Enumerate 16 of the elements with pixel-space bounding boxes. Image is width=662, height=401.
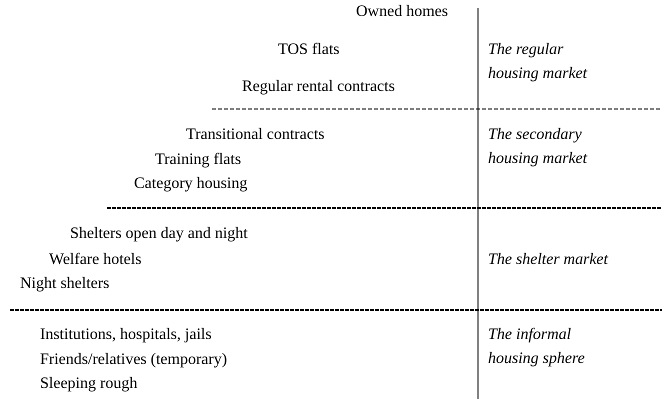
market-label: The regular housing market bbox=[488, 40, 588, 84]
housing-type-label: Sleeping rough bbox=[40, 374, 138, 394]
housing-type-label: Shelters open day and night bbox=[70, 224, 248, 244]
housing-type-label: Friends/relatives (temporary) bbox=[40, 350, 228, 370]
market-label: The shelter market bbox=[488, 250, 610, 270]
market-label: The informal housing sphere bbox=[488, 325, 586, 369]
housing-type-label: Owned homes bbox=[356, 2, 448, 22]
housing-type-label: Training flats bbox=[155, 150, 242, 170]
housing-type-label: Category housing bbox=[134, 174, 248, 194]
housing-type-label: TOS flats bbox=[278, 40, 340, 60]
market-label: The secondary housing market bbox=[488, 125, 588, 169]
housing-type-label: Welfare hotels bbox=[49, 250, 142, 270]
housing-type-label: Regular rental contracts bbox=[242, 77, 395, 97]
housing-type-label: Night shelters bbox=[20, 274, 110, 294]
housing-type-label: Transitional contracts bbox=[186, 125, 324, 145]
housing-type-label: Institutions, hospitals, jails bbox=[40, 325, 212, 345]
